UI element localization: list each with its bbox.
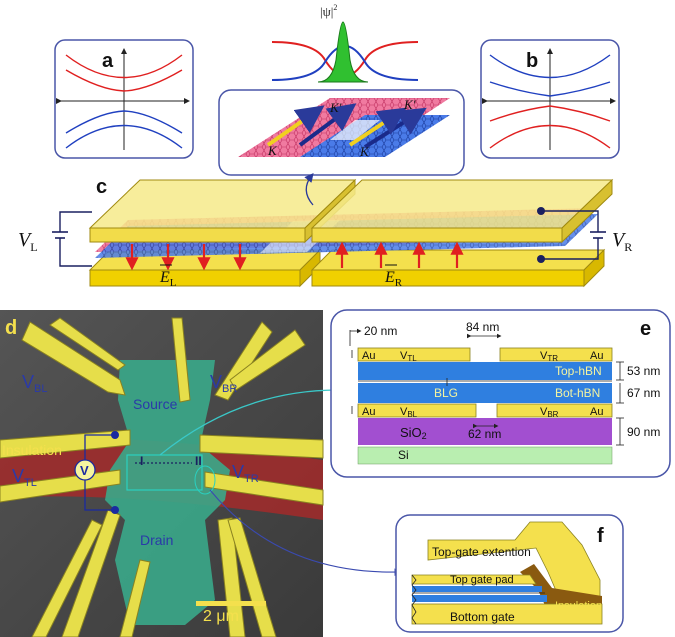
panel-b-label: b — [526, 50, 538, 72]
thickness-53nm: 53 nm — [627, 364, 660, 378]
au-tr: Au — [590, 350, 603, 362]
vr-label: VR — [612, 229, 632, 254]
panel-f-gate-stack: f Top-gate extention Top gate pad Insula… — [395, 514, 624, 633]
dim-84nm: 84 nm — [466, 320, 499, 334]
thickness-90nm: 90 nm — [627, 425, 660, 439]
au-br: Au — [590, 406, 603, 418]
vbr-label: VBR — [210, 372, 237, 395]
k-label-2: K — [359, 144, 370, 159]
scale-bar-label: 2 μm — [203, 608, 239, 625]
panel-a-label: a — [102, 50, 114, 72]
top-hbn-label: Top-hBN — [555, 364, 602, 378]
panel-c-device: c EL ER — [18, 172, 632, 289]
k-prime-label-1: K′ — [329, 100, 342, 115]
psi-label: |ψ|2 — [320, 3, 337, 19]
si-label: Si — [398, 448, 409, 462]
vl-label: VL — [18, 229, 38, 254]
vtr-label: VTR — [232, 462, 259, 485]
dim-20nm: 20 nm — [364, 324, 397, 338]
panel-a-band-plot: a — [54, 39, 194, 159]
top-gate-pad-label: Top gate pad — [450, 574, 514, 586]
blg-label: BLG — [434, 386, 458, 400]
field-right-label: ER — [384, 269, 403, 289]
panel-e-cross-section: e 20 nm 84 nm 62 nm Au VTL VTR Au Top-hB… — [330, 309, 671, 478]
wavefunction-plot: |ψ|2 — [271, 3, 419, 83]
panel-d-sem-image: V d VBL VBR Source Insulation VTL VTR I … — [0, 310, 324, 637]
au-bl: Au — [362, 406, 375, 418]
insulation-f-label: Insulation — [555, 600, 602, 612]
svg-text:V: V — [80, 463, 89, 478]
vbr-e-label: VBR — [540, 406, 559, 419]
vtr-e-label: VTR — [540, 350, 558, 363]
source-label: Source — [133, 396, 178, 412]
region-i-label: I — [140, 454, 143, 468]
panel-e-label: e — [640, 318, 651, 340]
top-gate-extension-label: Top-gate extention — [432, 545, 531, 559]
panel-d-label: d — [5, 317, 17, 339]
sio2-label: SiO2 — [400, 425, 427, 441]
bot-hbn-label: Bot-hBN — [555, 386, 600, 400]
thickness-67nm: 67 nm — [627, 386, 660, 400]
panel-f-label: f — [597, 525, 604, 547]
insulation-label: Insulation — [2, 442, 62, 458]
k-prime-label-2: K′ — [403, 97, 416, 112]
vtl-label: VTL — [12, 466, 37, 489]
panel-c-label: c — [96, 176, 107, 198]
region-ii-label: II — [195, 454, 202, 468]
panel-b-band-plot: b — [480, 39, 620, 159]
vtl-e-label: VTL — [400, 350, 417, 363]
dim-62nm: 62 nm — [468, 427, 501, 441]
bottom-gate-label: Bottom gate — [450, 610, 515, 624]
k-label-1: K — [267, 143, 278, 158]
vbl-label: VBL — [22, 372, 47, 395]
drain-label: Drain — [140, 532, 173, 548]
lattice-inset: K K K′ K′ — [218, 89, 465, 176]
au-tl: Au — [362, 350, 375, 362]
field-left-label: EL — [159, 269, 177, 289]
vbl-e-label: VBL — [400, 406, 418, 419]
